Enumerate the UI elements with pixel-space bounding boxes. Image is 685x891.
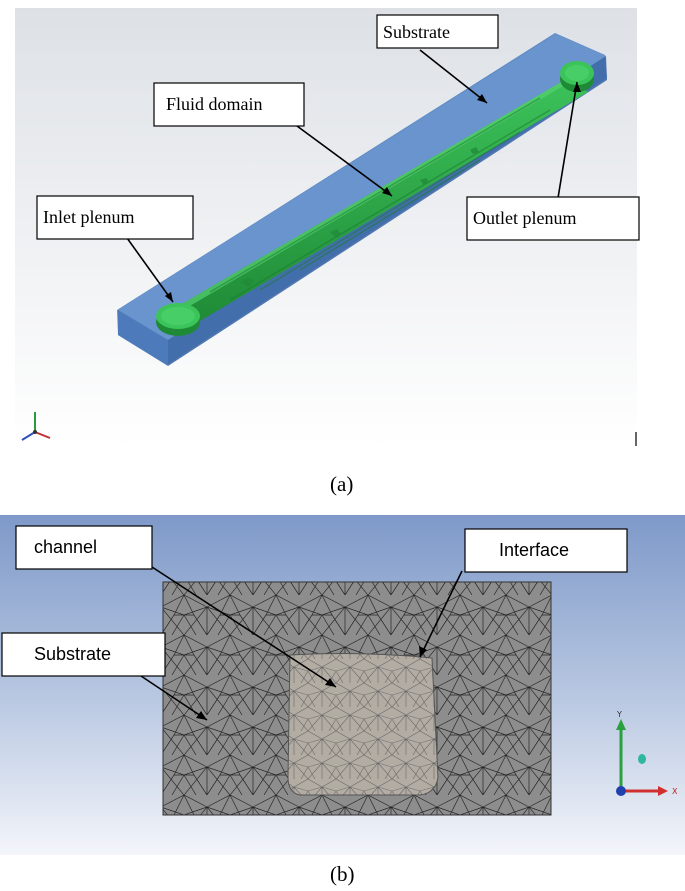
caption-a: (a) bbox=[330, 472, 354, 496]
label-interface: Interface bbox=[464, 528, 628, 573]
arrowheads-a bbox=[165, 82, 581, 302]
panel-a: Substrate Fluid domain Inlet plenum Outl… bbox=[15, 8, 640, 448]
label-outlet-plenum: Outlet plenum bbox=[466, 196, 640, 241]
panel-a-svg: Substrate Fluid domain Inlet plenum Outl… bbox=[15, 8, 640, 448]
arrowheads-b bbox=[196, 646, 427, 720]
label-substrate-b: Substrate bbox=[1, 632, 166, 677]
axis-triad-icon bbox=[21, 412, 51, 441]
fluid-channel bbox=[175, 78, 588, 325]
inlet-plenum bbox=[156, 303, 200, 336]
label-substrate: Substrate bbox=[376, 14, 499, 49]
label-channel: channel bbox=[15, 525, 153, 570]
label-fluid-domain: Fluid domain bbox=[153, 82, 305, 127]
panel-b-svg: channel Interface Substrate Y X bbox=[0, 515, 685, 855]
leader-lines-b bbox=[131, 566, 463, 721]
outlet-plenum bbox=[560, 61, 594, 92]
channel-mesh bbox=[287, 653, 439, 796]
label-inlet-plenum: Inlet plenum bbox=[36, 195, 194, 240]
leader-lines-a bbox=[126, 49, 578, 303]
panel-b: channel Interface Substrate Y X bbox=[0, 515, 685, 855]
caption-b: (b) bbox=[330, 862, 355, 886]
